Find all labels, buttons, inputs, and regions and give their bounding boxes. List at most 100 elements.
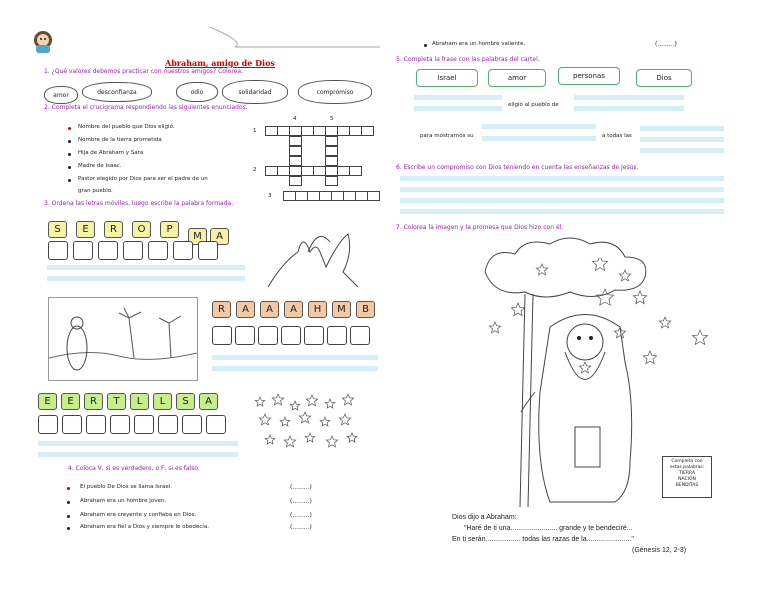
star-icon bbox=[271, 393, 285, 406]
word-hint-line: BENDITAS bbox=[675, 483, 699, 488]
answer-box[interactable] bbox=[258, 326, 278, 345]
letter-tile[interactable]: P bbox=[160, 221, 179, 238]
letter-tile[interactable]: E bbox=[61, 393, 80, 410]
write-line[interactable] bbox=[400, 176, 724, 181]
word-hint-line: TIERRA bbox=[678, 471, 696, 476]
quote-line-3[interactable]: En ti serán.................. todas las … bbox=[452, 536, 634, 543]
fill-line[interactable] bbox=[574, 106, 684, 111]
letter-tile[interactable]: R bbox=[212, 301, 231, 318]
letter-tile[interactable]: A bbox=[236, 301, 255, 318]
star-icon bbox=[578, 361, 592, 374]
answer-box[interactable] bbox=[148, 241, 168, 260]
vf-answer-1[interactable]: (.........) bbox=[290, 484, 312, 491]
letter-tile[interactable]: T bbox=[107, 393, 126, 410]
answer-box[interactable] bbox=[304, 326, 324, 345]
crossword-cell[interactable] bbox=[367, 191, 380, 201]
write-line[interactable] bbox=[47, 265, 245, 270]
vf-answer-4[interactable]: (.........) bbox=[290, 524, 312, 531]
page-title: Abraham, amigo de Dios bbox=[165, 58, 275, 68]
answer-box[interactable] bbox=[235, 326, 255, 345]
crossword-cell[interactable] bbox=[289, 176, 302, 186]
value-cloud-5[interactable]: compromiso bbox=[298, 80, 372, 104]
fill-line[interactable] bbox=[640, 126, 724, 131]
letter-tile[interactable]: M bbox=[332, 301, 351, 318]
word-card-personas: personas bbox=[558, 67, 620, 85]
vf-statement-1: El pueblo De Dios se llama Israel. bbox=[80, 484, 173, 490]
bullet bbox=[67, 501, 70, 504]
write-line[interactable] bbox=[47, 276, 245, 281]
vf-answer-2[interactable]: (.........) bbox=[290, 498, 312, 505]
write-line[interactable] bbox=[212, 366, 378, 371]
letter-tile[interactable]: R bbox=[84, 393, 103, 410]
answer-box[interactable] bbox=[38, 415, 58, 434]
answer-box[interactable] bbox=[206, 415, 226, 434]
answer-box[interactable] bbox=[98, 241, 118, 260]
fill-line[interactable] bbox=[482, 124, 596, 129]
value-cloud-1[interactable]: amor bbox=[44, 86, 78, 104]
letter-tile[interactable]: O bbox=[132, 221, 151, 238]
crossword-cell[interactable] bbox=[349, 166, 362, 176]
crossword-cell[interactable] bbox=[325, 156, 338, 166]
star-icon bbox=[324, 398, 336, 409]
fill-line[interactable] bbox=[414, 95, 502, 100]
write-line[interactable] bbox=[38, 441, 238, 446]
value-cloud-3[interactable]: odio bbox=[176, 82, 218, 102]
star-icon bbox=[346, 432, 358, 443]
letter-tile[interactable]: E bbox=[38, 393, 57, 410]
answer-box[interactable] bbox=[350, 326, 370, 345]
answer-box[interactable] bbox=[73, 241, 93, 260]
letter-tile[interactable]: A bbox=[210, 228, 229, 245]
fill-line[interactable] bbox=[414, 106, 502, 111]
write-line[interactable] bbox=[400, 187, 724, 192]
crossword-cell[interactable] bbox=[289, 156, 302, 166]
fill-line[interactable] bbox=[574, 95, 684, 100]
crossword-cell[interactable] bbox=[325, 146, 338, 156]
answer-box[interactable] bbox=[198, 241, 218, 260]
crossword-cell[interactable] bbox=[325, 176, 338, 186]
vf-answer-5[interactable]: (.........) bbox=[655, 41, 677, 48]
letter-tile[interactable]: M bbox=[188, 228, 207, 245]
write-line[interactable] bbox=[38, 452, 238, 457]
write-line[interactable] bbox=[212, 355, 378, 360]
answer-box[interactable] bbox=[281, 326, 301, 345]
fill-line[interactable] bbox=[482, 136, 596, 141]
letter-tile[interactable]: R bbox=[104, 221, 123, 238]
value-cloud-2[interactable]: desconfianza bbox=[82, 82, 152, 102]
letter-tile[interactable]: A bbox=[284, 301, 303, 318]
answer-box[interactable] bbox=[327, 326, 347, 345]
answer-box[interactable] bbox=[86, 415, 106, 434]
answer-box[interactable] bbox=[134, 415, 154, 434]
answer-box[interactable] bbox=[123, 241, 143, 260]
fill-line[interactable] bbox=[640, 137, 724, 142]
answer-box[interactable] bbox=[48, 241, 68, 260]
letter-tile[interactable]: H bbox=[308, 301, 327, 318]
letter-tile[interactable]: S bbox=[176, 393, 195, 410]
value-cloud-4[interactable]: solidaridad bbox=[222, 80, 288, 104]
crossword-cell[interactable] bbox=[289, 146, 302, 156]
letter-tile[interactable]: S bbox=[48, 221, 67, 238]
write-line[interactable] bbox=[400, 209, 724, 214]
letter-tile[interactable]: B bbox=[356, 301, 375, 318]
letter-tile[interactable]: L bbox=[153, 393, 172, 410]
star-icon bbox=[632, 290, 648, 305]
write-line[interactable] bbox=[400, 198, 724, 203]
letter-tile[interactable]: A bbox=[260, 301, 279, 318]
letter-tile[interactable]: E bbox=[76, 221, 95, 238]
crossword-cell[interactable] bbox=[325, 136, 338, 146]
answer-box[interactable] bbox=[173, 241, 193, 260]
crossword-cell[interactable] bbox=[361, 126, 374, 136]
bullet bbox=[68, 179, 71, 182]
abraham-coloring-image bbox=[484, 237, 647, 508]
letter-tile[interactable]: A bbox=[199, 393, 218, 410]
crossword-cell[interactable] bbox=[289, 136, 302, 146]
answer-box[interactable] bbox=[158, 415, 178, 434]
answer-box[interactable] bbox=[182, 415, 202, 434]
quote-line-2[interactable]: "Haré de ti una........................ … bbox=[464, 525, 633, 532]
answer-box[interactable] bbox=[62, 415, 82, 434]
answer-box[interactable] bbox=[212, 326, 232, 345]
letter-tile[interactable]: L bbox=[130, 393, 149, 410]
fill-line[interactable] bbox=[640, 148, 724, 153]
vf-answer-3[interactable]: (.........) bbox=[290, 512, 312, 519]
answer-box[interactable] bbox=[110, 415, 130, 434]
crossword-num-5: 5 bbox=[330, 116, 334, 122]
